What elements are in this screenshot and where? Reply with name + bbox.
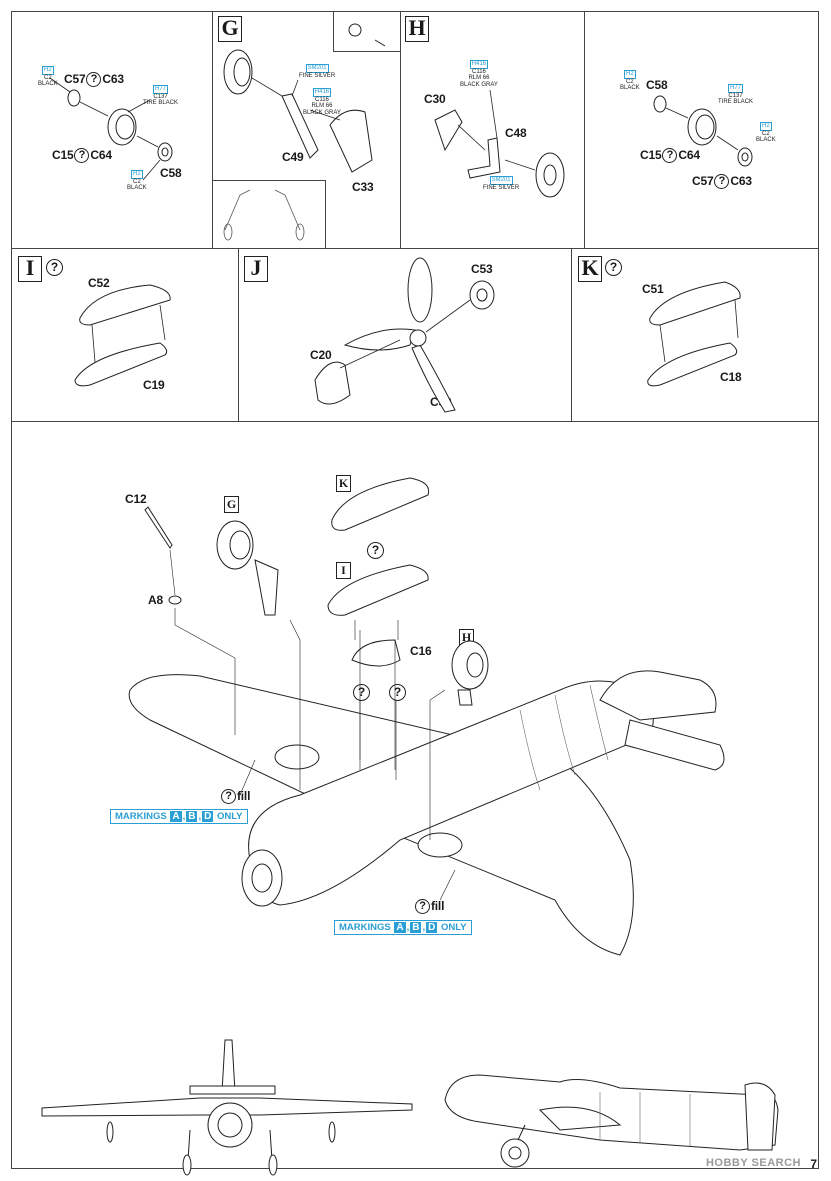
part-label-c18: C18 [720,370,742,384]
part-label-c53: C53 [471,262,493,276]
step-ref-i: I [336,562,351,579]
question-icon: ? [86,72,102,88]
divider-row2 [11,421,819,422]
stabilizer-outline [624,719,725,771]
part-label-c33: C33 [352,180,374,194]
part-label-c57-c63: C57?C63 [64,72,124,88]
step-badge-h: H [405,16,429,42]
step-badge-j: J [244,256,268,282]
step-ref-g: G [224,496,239,513]
divider-g-sub-v [325,180,326,248]
question-icon: ? [662,148,678,164]
divider-col1 [212,11,213,248]
fill-note-left: ?fill [220,789,250,805]
question-icon: ? [74,148,90,164]
wheel-exploded-drawing-right [653,95,753,167]
question-icon: ? [353,684,370,701]
step-badge-g: G [218,16,242,42]
part-label-c58-r: C58 [646,78,668,92]
part-label-a8: A8 [148,593,163,607]
question-icon: ? [389,684,406,701]
divider-g-sub [212,180,325,181]
question-icon: ? [46,259,63,276]
part-label-c52: C52 [88,276,110,290]
part-label-c19: C19 [143,378,165,392]
drop-tank-k-drawing [647,281,741,387]
divider-g-inset-h [333,51,400,52]
page-frame [11,11,819,1169]
gear-leg-g-drawing [223,23,386,241]
question-icon: ? [221,789,236,805]
divider-row1 [11,248,819,249]
step-badge-i: I [18,256,42,282]
wheel-exploded-drawing [49,77,173,181]
gear-leg-h-drawing [434,89,565,198]
question-icon: ? [367,542,384,559]
part-label-c20: C20 [310,348,332,362]
markings-note-left: MARKINGS A,B,D ONLY [110,809,248,824]
question-icon: ? [605,259,622,276]
drop-tank-i-drawing [74,284,171,387]
part-label-c48: C48 [505,126,527,140]
part-label-c16: C16 [410,644,432,658]
divider-row2-a [238,248,239,421]
divider-g-inset [333,11,334,51]
divider-col3 [584,11,585,248]
divider-row2-b [571,248,572,421]
part-label-c12: C12 [125,492,147,506]
part-label-c58: C58 [160,166,182,180]
step-badge-k: K [578,256,602,282]
watermark: HOBBY SEARCH [705,1157,801,1169]
tail-outline [599,670,717,721]
question-icon: ? [415,899,430,915]
divider-col2 [400,11,401,248]
part-label-c15-c64: C15?C64 [52,148,112,164]
propeller-drawing [314,257,495,413]
part-label-c57-c63-r: C57?C63 [692,174,752,190]
page-number: 7 [810,1157,817,1171]
part-label-c49: C49 [282,150,304,164]
question-icon: ? [714,174,730,190]
step-ref-k: K [336,475,351,492]
markings-note-right: MARKINGS A,B,D ONLY [334,920,472,935]
fill-note-right: ?fill [414,899,444,915]
part-label-c15-c64-r: C15?C64 [640,148,700,164]
part-label-c30: C30 [424,92,446,106]
part-label-c51: C51 [642,282,664,296]
